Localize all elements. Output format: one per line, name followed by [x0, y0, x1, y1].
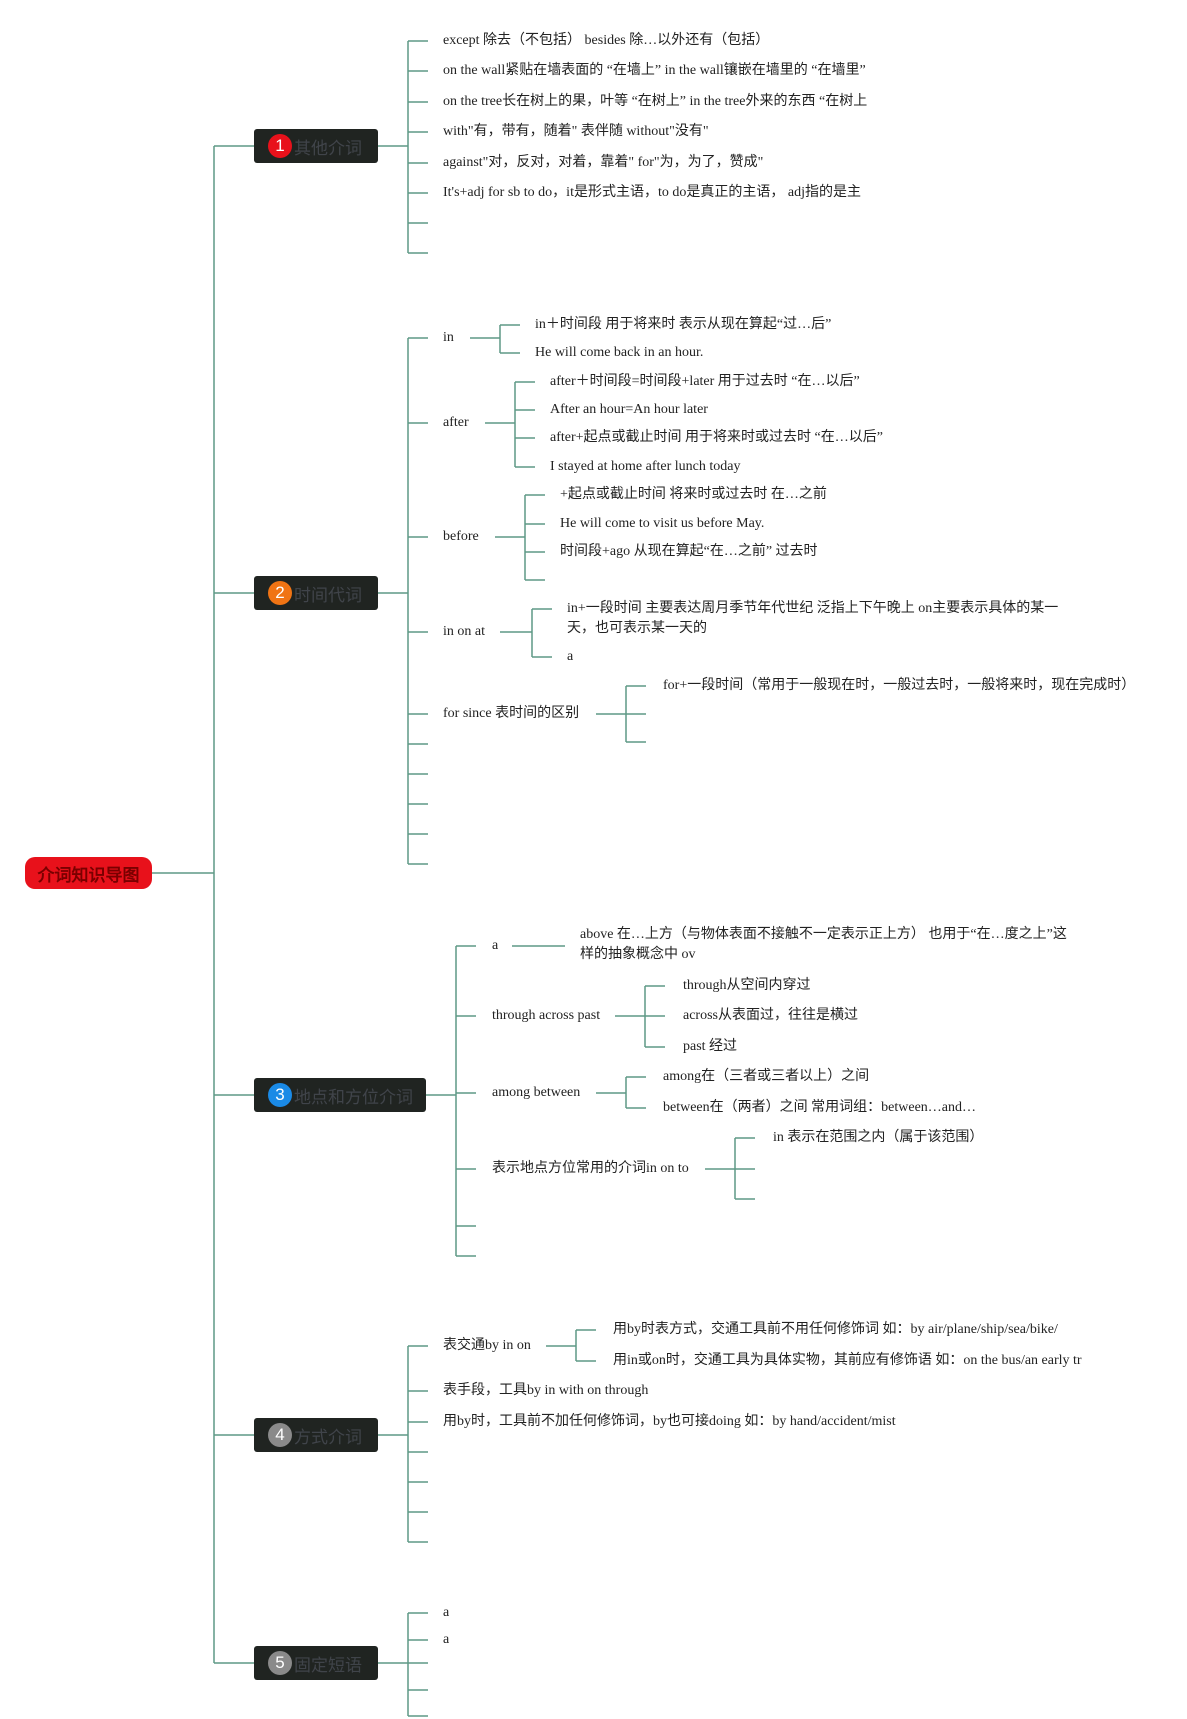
category-fixed-phrases[interactable]: 5 固定短语	[254, 1646, 378, 1680]
category-label: 时间代词	[294, 585, 362, 605]
leaf-item[interactable]: in 表示在范围之内（属于该范围）	[773, 1130, 984, 1145]
leaf-item[interactable]: between在（两者）之间 常用词组：between…and…	[663, 1100, 976, 1115]
subtopic-after[interactable]: after	[443, 415, 469, 430]
category-other-prepositions[interactable]: 1 其他介词	[254, 129, 378, 163]
leaf-item[interactable]: through从空间内穿过	[683, 978, 811, 993]
category-manner-prepositions[interactable]: 4 方式介词	[254, 1418, 378, 1452]
leaf-item[interactable]: above 在…上方（与物体表面不接触不一定表示正上方） 也用于“在…度之上”这…	[580, 927, 1067, 962]
leaf-item[interactable]: He will come back in an hour.	[535, 345, 704, 360]
badge-number-5: 5	[268, 1651, 292, 1675]
root-topic[interactable]: 介词知识导图	[25, 857, 152, 889]
subtopic-before[interactable]: before	[443, 529, 479, 544]
leaf-item[interactable]: +起点或截止时间 将来时或过去时 在…之前	[560, 487, 827, 502]
leaf-item[interactable]: 表手段，工具by in with on through	[443, 1383, 649, 1398]
leaf-item[interactable]: He will come to visit us before May.	[560, 516, 765, 531]
leaf-item[interactable]: after＋时间段=时间段+later 用于过去时 “在…以后”	[550, 374, 860, 389]
leaf-item[interactable]: across从表面过，往往是横过	[683, 1008, 858, 1023]
leaf-item[interactable]: in＋时间段 用于将来时 表示从现在算起“过…后”	[535, 317, 832, 332]
leaf-item[interactable]: after+起点或截止时间 用于将来时或过去时 “在…以后”	[550, 430, 883, 445]
subtopic-for-since[interactable]: for since 表时间的区别	[443, 706, 580, 721]
leaf-item[interactable]: After an hour=An hour later	[550, 402, 708, 417]
subtopic-traffic[interactable]: 表交通by in on	[443, 1338, 531, 1353]
leaf-item[interactable]: against"对，反对，对着，靠着" for"为，为了，赞成"	[443, 155, 764, 170]
badge-number-1: 1	[268, 134, 292, 158]
leaf-item[interactable]: past 经过	[683, 1039, 738, 1054]
leaf-item[interactable]: I stayed at home after lunch today	[550, 459, 741, 474]
subtopic-in-on-at[interactable]: in on at	[443, 624, 485, 639]
leaf-item[interactable]: a	[443, 1605, 450, 1620]
leaf-item[interactable]: on the wall紧贴在墙表面的 “在墙上” in the wall镶嵌在墙…	[443, 63, 866, 78]
subtopic-common-place-prepositions[interactable]: 表示地点方位常用的介词in on to	[492, 1161, 689, 1176]
leaf-item[interactable]: It's+adj for sb to do，it是形式主语，to do是真正的主…	[443, 185, 861, 200]
leaf-item[interactable]: except 除去（不包括） besides 除…以外还有（包括）	[443, 33, 770, 48]
category-label: 其他介词	[294, 138, 362, 158]
leaf-item[interactable]: among在（三者或三者以上）之间	[663, 1069, 870, 1084]
subtopic-among-between[interactable]: among between	[492, 1085, 581, 1100]
category-place-prepositions[interactable]: 3 地点和方位介词	[254, 1078, 426, 1112]
leaf-item[interactable]: 时间段+ago 从现在算起“在…之前” 过去时	[560, 544, 818, 559]
leaf-item[interactable]: on the tree长在树上的果，叶等 “在树上” in the tree外来…	[443, 94, 868, 109]
root-topic-label: 介词知识导图	[37, 865, 140, 885]
badge-number-2: 2	[268, 581, 292, 605]
category-label: 地点和方位介词	[294, 1087, 413, 1107]
badge-number-4: 4	[268, 1423, 292, 1447]
leaf-item[interactable]: in+一段时间 主要表达周月季节年代世纪 泛指上下午晚上 on主要表示具体的某一…	[567, 601, 1059, 636]
leaf-item[interactable]: 用by时表方式，交通工具前不用任何修饰词 如：by air/plane/ship…	[613, 1322, 1058, 1337]
category-time-prepositions[interactable]: 2 时间代词	[254, 576, 378, 610]
leaf-item[interactable]: 用by时，工具前不加任何修饰词，by也可接doing 如：by hand/acc…	[443, 1414, 896, 1429]
leaf-item[interactable]: with"有，带有，随着" 表伴随 without"没有"	[443, 124, 709, 139]
subtopic-through-across-past[interactable]: through across past	[492, 1008, 601, 1023]
category-label: 方式介词	[294, 1427, 362, 1447]
subtopic-a[interactable]: a	[492, 938, 499, 953]
category-label: 固定短语	[294, 1655, 362, 1675]
leaf-item[interactable]: 用in或on时，交通工具为具体实物，其前应有修饰语 如：on the bus/a…	[613, 1353, 1082, 1368]
leaf-item[interactable]: for+一段时间（常用于一般现在时，一般过去时，一般将来时，现在完成时）	[663, 678, 1136, 693]
leaf-item[interactable]: a	[443, 1632, 450, 1647]
leaf-item[interactable]: a	[567, 649, 574, 664]
subtopic-in[interactable]: in	[443, 330, 454, 345]
badge-number-3: 3	[268, 1083, 292, 1107]
